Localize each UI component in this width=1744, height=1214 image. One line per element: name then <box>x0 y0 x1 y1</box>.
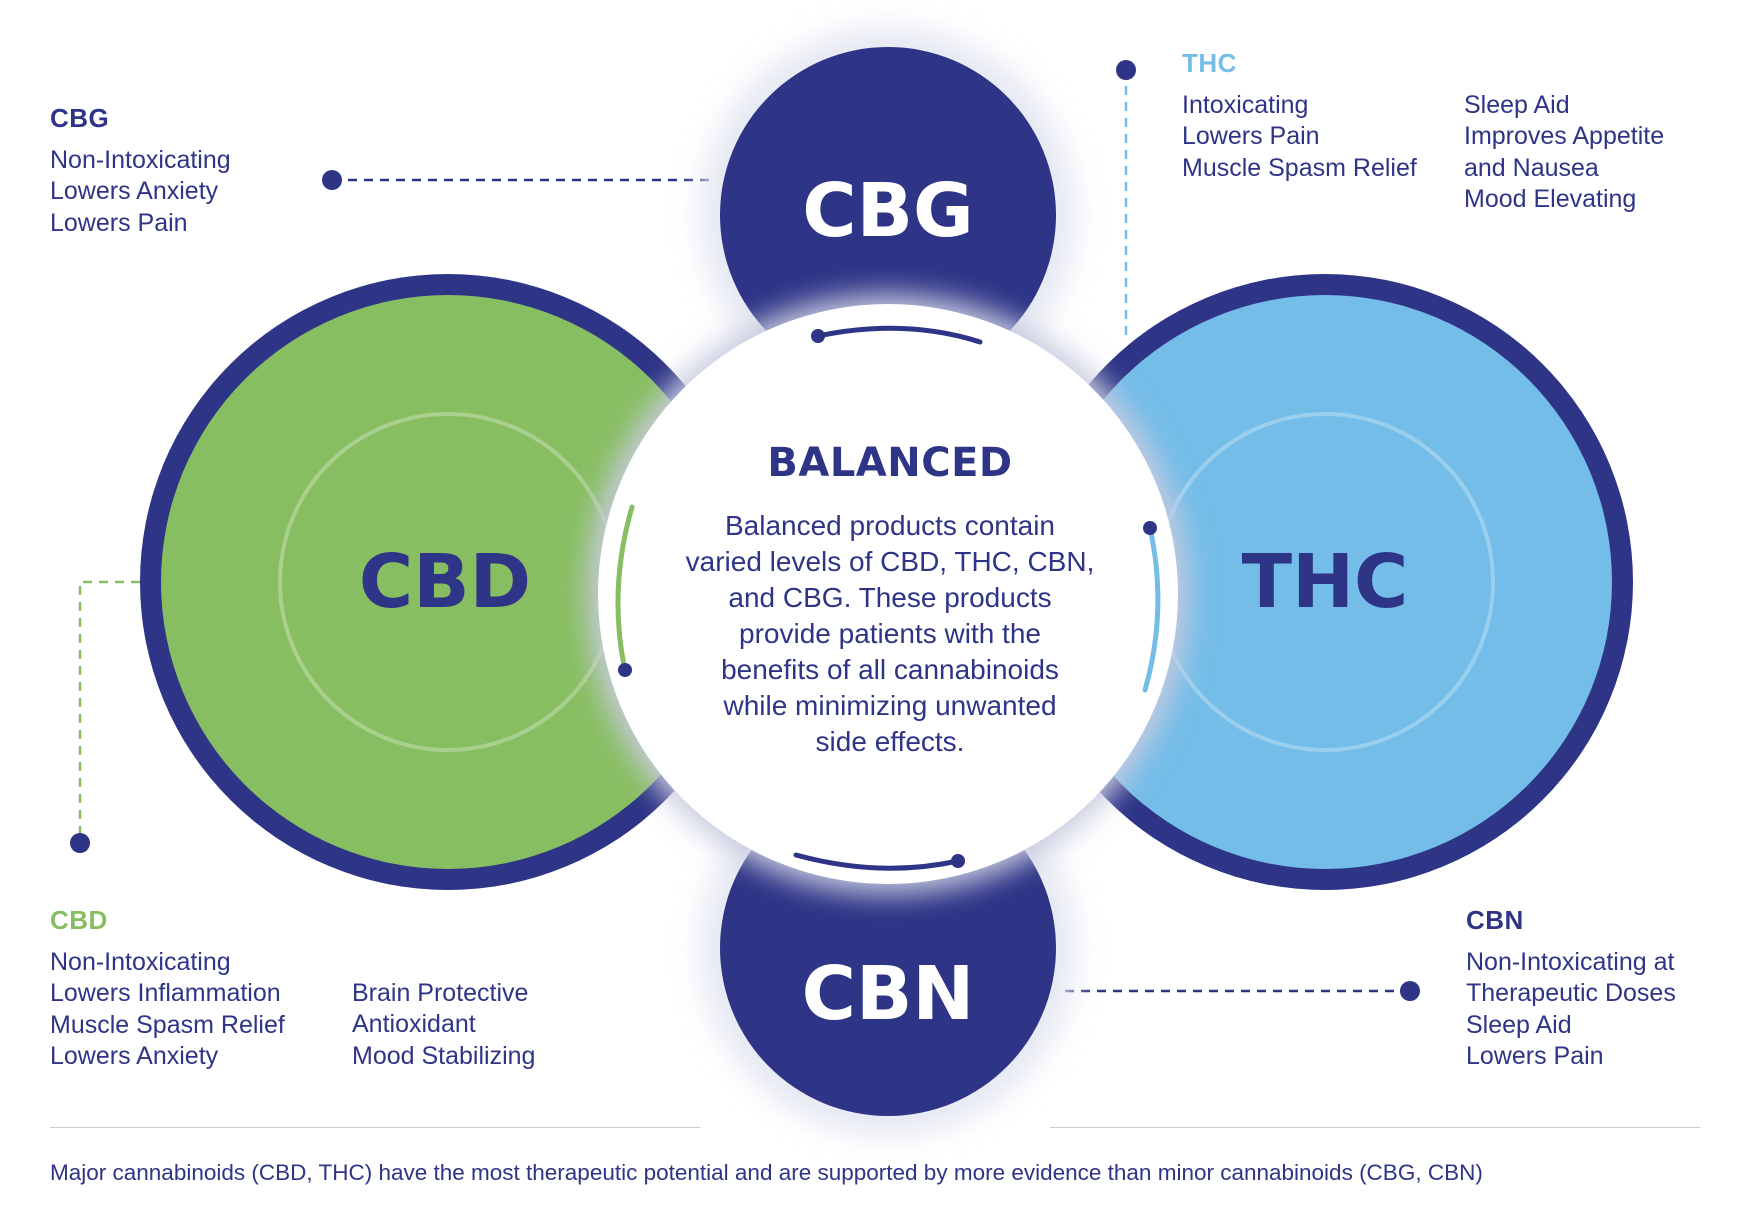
cbd-circle-label: CBD <box>359 539 531 625</box>
cbg-circle <box>720 47 1056 383</box>
thc-info: THC Intoxicating Lowers Pain Muscle Spas… <box>1182 48 1664 216</box>
center-body-line: provide patients with the <box>739 618 1041 649</box>
cbn-info-heading: CBN <box>1466 905 1524 935</box>
center-top-arc-dot <box>811 329 825 343</box>
cbg-info-line: Non-Intoxicating <box>50 145 231 174</box>
cbg-circle-label: CBG <box>802 168 973 254</box>
cbd-info-line: Antioxidant <box>352 1010 476 1038</box>
cbd-info-col1: Non-Intoxicating Lowers Inflammation Mus… <box>50 947 352 1073</box>
center-bottom-arc <box>793 852 961 871</box>
cbg-connector-dot <box>322 170 342 190</box>
center-body-line: varied levels of CBD, THC, CBN, <box>685 546 1095 577</box>
cbd-info-line: Brain Protective <box>352 978 529 1007</box>
cbn-info-line: Lowers Pain <box>1466 1042 1604 1070</box>
cbn-info-line: Therapeutic Doses <box>1466 979 1676 1007</box>
center-body-line: and CBG. These products <box>728 582 1052 613</box>
cbg-info: CBG Non-Intoxicating Lowers Anxiety Lowe… <box>50 103 231 239</box>
cbg-info-line: Lowers Anxiety <box>50 177 219 205</box>
footnote: Major cannabinoids (CBD, THC) have the m… <box>50 1160 1483 1185</box>
footer-rule-right <box>1050 1127 1700 1128</box>
cbd-info-line: Lowers Anxiety <box>50 1042 219 1070</box>
thc-info-col2: Sleep Aid Improves Appetite and Nausea M… <box>1464 90 1664 216</box>
cbd-info-line: Non-Intoxicating <box>50 947 231 976</box>
center-body-line: Balanced products contain <box>725 510 1055 541</box>
center-right-arc-dot <box>1143 521 1157 535</box>
center-body: Balanced products contain varied levels … <box>640 508 1140 760</box>
cbd-info-line: Mood Stabilizing <box>352 1041 536 1070</box>
thc-info-line: Improves Appetite <box>1464 122 1665 150</box>
cbd-info: CBD Non-Intoxicating Lowers Inflammation… <box>50 905 535 1073</box>
thc-info-line: Mood Elevating <box>1464 185 1637 213</box>
center-left-arc <box>615 504 635 673</box>
center-body-line: side effects. <box>815 726 965 757</box>
cbd-info-col2: Brain Protective Antioxidant Mood Stabil… <box>352 947 535 1073</box>
center-body-line: while minimizing unwanted <box>723 690 1057 721</box>
thc-info-line: Sleep Aid <box>1464 90 1570 119</box>
center-left-arc-dot <box>618 663 632 677</box>
cbn-info: CBN Non-Intoxicating at Therapeutic Dose… <box>1466 905 1676 1073</box>
cbd-info-line: Lowers Inflammation <box>50 979 281 1007</box>
center-top-arc <box>815 325 983 345</box>
center-text-block: BALANCED Balanced products contain varie… <box>640 440 1140 760</box>
center-body-line: benefits of all cannabinoids <box>721 654 1059 685</box>
cbn-info-line: Sleep Aid <box>1466 1010 1572 1039</box>
thc-info-line: Lowers Pain <box>1182 122 1320 150</box>
footer-rule-left <box>50 1127 700 1128</box>
cbn-circle-label: CBN <box>802 951 975 1037</box>
thc-info-line: Muscle Spasm Relief <box>1182 153 1417 182</box>
thc-info-line: Intoxicating <box>1182 90 1309 119</box>
cbd-connector-dot <box>70 833 90 853</box>
thc-circle-label: THC <box>1242 539 1409 625</box>
thc-connector-dot <box>1116 60 1136 80</box>
cbn-info-line: Non-Intoxicating at <box>1466 947 1675 976</box>
thc-info-line: and Nausea <box>1464 153 1599 182</box>
cbg-info-heading: CBG <box>50 103 110 133</box>
thc-info-heading: THC <box>1182 48 1237 78</box>
center-circle <box>598 304 1178 884</box>
thc-info-col1: Intoxicating Lowers Pain Muscle Spasm Re… <box>1182 90 1464 216</box>
cbd-info-line: Muscle Spasm Relief <box>50 1010 285 1039</box>
cbd-circle <box>161 295 735 869</box>
center-title: BALANCED <box>767 440 1013 486</box>
center-right-arc <box>1142 525 1161 693</box>
cbd-info-heading: CBD <box>50 905 108 935</box>
thc-circle <box>1038 295 1612 869</box>
cbn-connector-dot <box>1400 981 1420 1001</box>
cbd-connector-line <box>78 580 140 843</box>
center-bottom-arc-dot <box>951 854 965 868</box>
cbg-info-line: Lowers Pain <box>50 208 188 237</box>
